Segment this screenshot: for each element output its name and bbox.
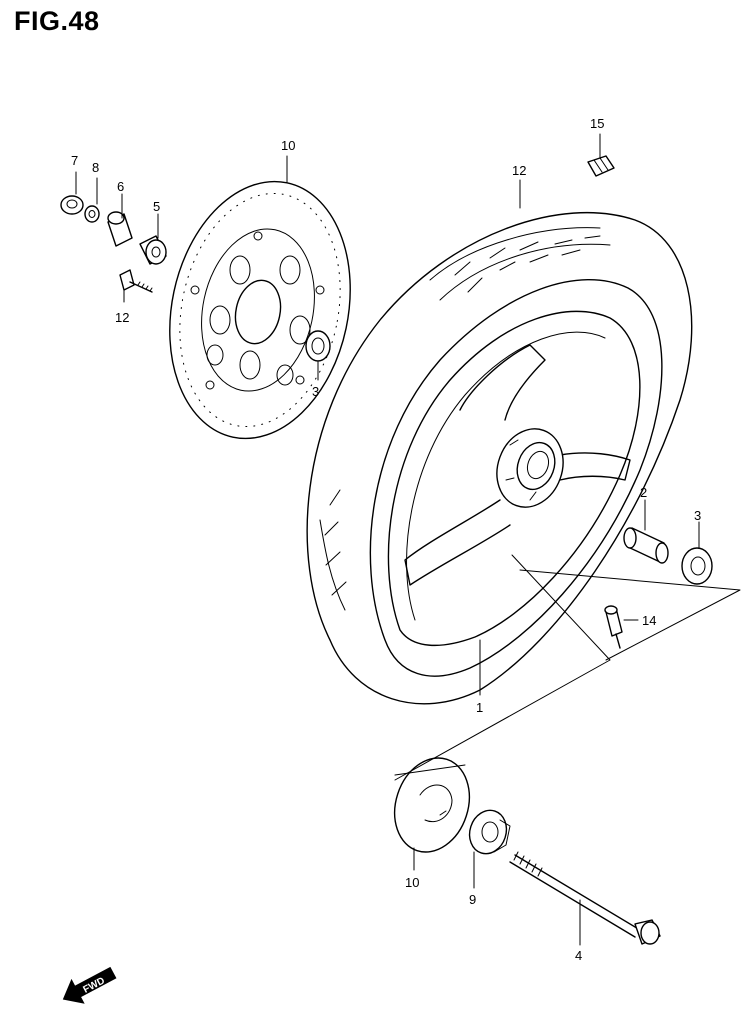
leader-lines [75, 133, 741, 946]
axle-4[interactable] [509, 851, 661, 945]
bolt-12[interactable] [119, 269, 153, 293]
callout-1[interactable]: 1 [476, 700, 483, 715]
callout-8[interactable]: 8 [92, 160, 99, 175]
spacer-6[interactable] [107, 211, 133, 247]
callout-7[interactable]: 7 [71, 153, 78, 168]
callout-4[interactable]: 4 [575, 948, 582, 963]
figure-title: FIG.48 [14, 6, 100, 36]
collar-5[interactable] [139, 235, 167, 265]
callout-13[interactable]: 12 [512, 163, 526, 178]
spacer-2[interactable] [623, 527, 669, 564]
callout-14[interactable]: 14 [642, 613, 656, 628]
callout-11[interactable]: 10 [281, 138, 295, 153]
callout-3b[interactable]: 3 [694, 508, 701, 523]
bearing-3-left[interactable] [305, 330, 331, 362]
fwd-arrow-icon [62, 966, 117, 1004]
callout-9[interactable]: 9 [469, 892, 476, 907]
nut-7[interactable] [60, 195, 84, 215]
valve-14[interactable] [604, 605, 623, 649]
callout-2[interactable]: 2 [640, 485, 647, 500]
valve-cap-15[interactable] [587, 155, 615, 177]
callout-12[interactable]: 12 [115, 310, 129, 325]
washer-8[interactable] [84, 205, 100, 223]
dust-cover-10[interactable] [383, 748, 481, 862]
speed-drive-9[interactable] [464, 806, 512, 859]
callout-5[interactable]: 5 [153, 199, 160, 214]
callout-3a[interactable]: 3 [312, 384, 319, 399]
brake-disc[interactable] [147, 165, 373, 456]
bearing-3-right[interactable] [681, 547, 713, 585]
callout-15[interactable]: 15 [590, 116, 604, 131]
callout-6[interactable]: 6 [117, 179, 124, 194]
callout-10[interactable]: 10 [405, 875, 419, 890]
wheel-rim[interactable] [387, 310, 641, 647]
fwd-label: FWD [82, 975, 107, 995]
